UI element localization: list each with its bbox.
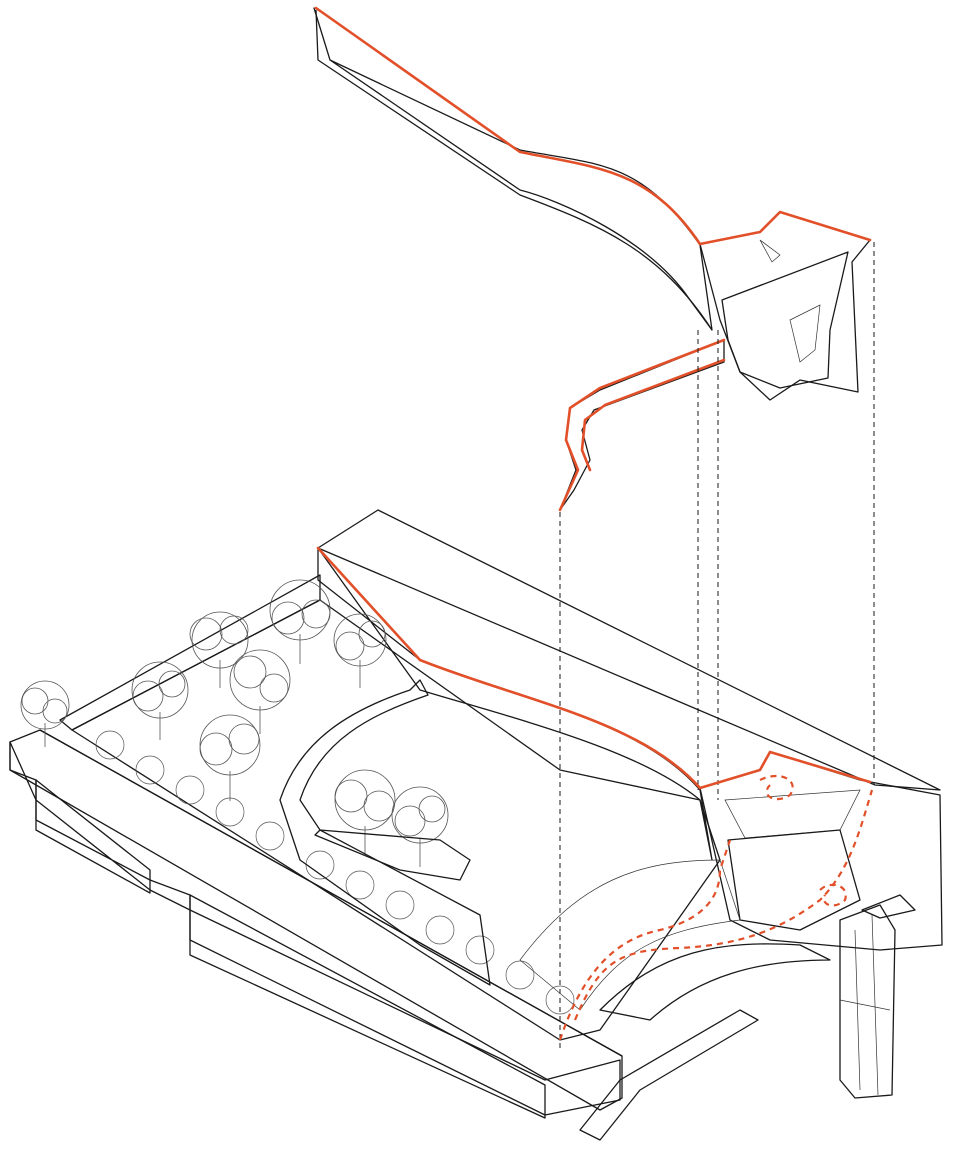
head-inner-face <box>727 829 861 931</box>
hedge-shrub <box>505 960 535 990</box>
upper-shell-inner-detail <box>759 239 821 363</box>
tree <box>131 661 189 740</box>
hedge-shrub <box>175 775 205 805</box>
tree <box>333 613 387 688</box>
base-long-bar <box>9 729 623 1111</box>
tree <box>229 649 291 734</box>
tower-cap <box>861 894 916 919</box>
amphitheater-surface <box>519 859 741 1011</box>
tree <box>20 680 70 747</box>
tower-body <box>839 904 896 1099</box>
projection-lines <box>559 242 875 1050</box>
roof-slab-top <box>317 509 941 791</box>
amphitheater-steps <box>519 859 831 1141</box>
circulation-dashed-path <box>819 883 847 907</box>
tower-facet <box>839 914 891 1096</box>
tree <box>334 769 396 856</box>
hedge-shrub <box>95 730 125 760</box>
base-front-face <box>9 741 621 1116</box>
upper-shell-outline-accent <box>314 6 702 246</box>
upper-shell-head-accent <box>698 210 872 246</box>
lower-stair <box>579 1009 759 1141</box>
roof-slab-side <box>317 547 713 861</box>
upper-shell-lower-edge <box>315 9 713 331</box>
promenade-outline <box>279 679 491 986</box>
hedge-shrub <box>465 935 495 965</box>
circulation-dashed-path <box>759 774 794 801</box>
main-roof-slab <box>316 509 943 951</box>
hedge-row <box>95 730 575 1015</box>
circulation-paths <box>558 774 874 1041</box>
ground-ramp <box>599 943 831 1021</box>
ramp-stair <box>558 338 726 512</box>
promenade-loop <box>314 829 471 881</box>
roof-garden-slab <box>59 574 321 731</box>
hedge-shrub <box>135 755 165 785</box>
hedge-shrub <box>345 870 375 900</box>
garden-deck <box>71 599 721 1041</box>
roof-garden-trees <box>20 579 449 867</box>
ramp-accent <box>558 338 726 512</box>
hedge-shrub <box>545 985 575 1015</box>
tree <box>199 714 261 801</box>
tree <box>269 579 331 664</box>
hedge-shrub <box>215 797 245 827</box>
hedge-shrub <box>255 821 285 851</box>
roof-head-accent <box>698 750 872 790</box>
hedge-shrub <box>385 890 415 920</box>
tree <box>391 786 449 867</box>
circulation-dashed-path <box>573 789 874 1021</box>
hedge-shrub <box>425 915 455 945</box>
upper-shell-inner-face <box>721 251 849 389</box>
promenade-path <box>279 679 491 986</box>
sculpture-tower <box>839 894 916 1099</box>
roof-slab-accent <box>316 546 702 790</box>
upper-shell-wing <box>313 7 713 331</box>
ramp-accent-inner <box>580 358 726 472</box>
circulation-dashed-path <box>558 839 732 1041</box>
base-lower-plinth <box>35 779 546 1119</box>
base-top-edge <box>39 729 623 1057</box>
tree <box>189 611 249 688</box>
upper-roof-shell <box>313 6 872 401</box>
